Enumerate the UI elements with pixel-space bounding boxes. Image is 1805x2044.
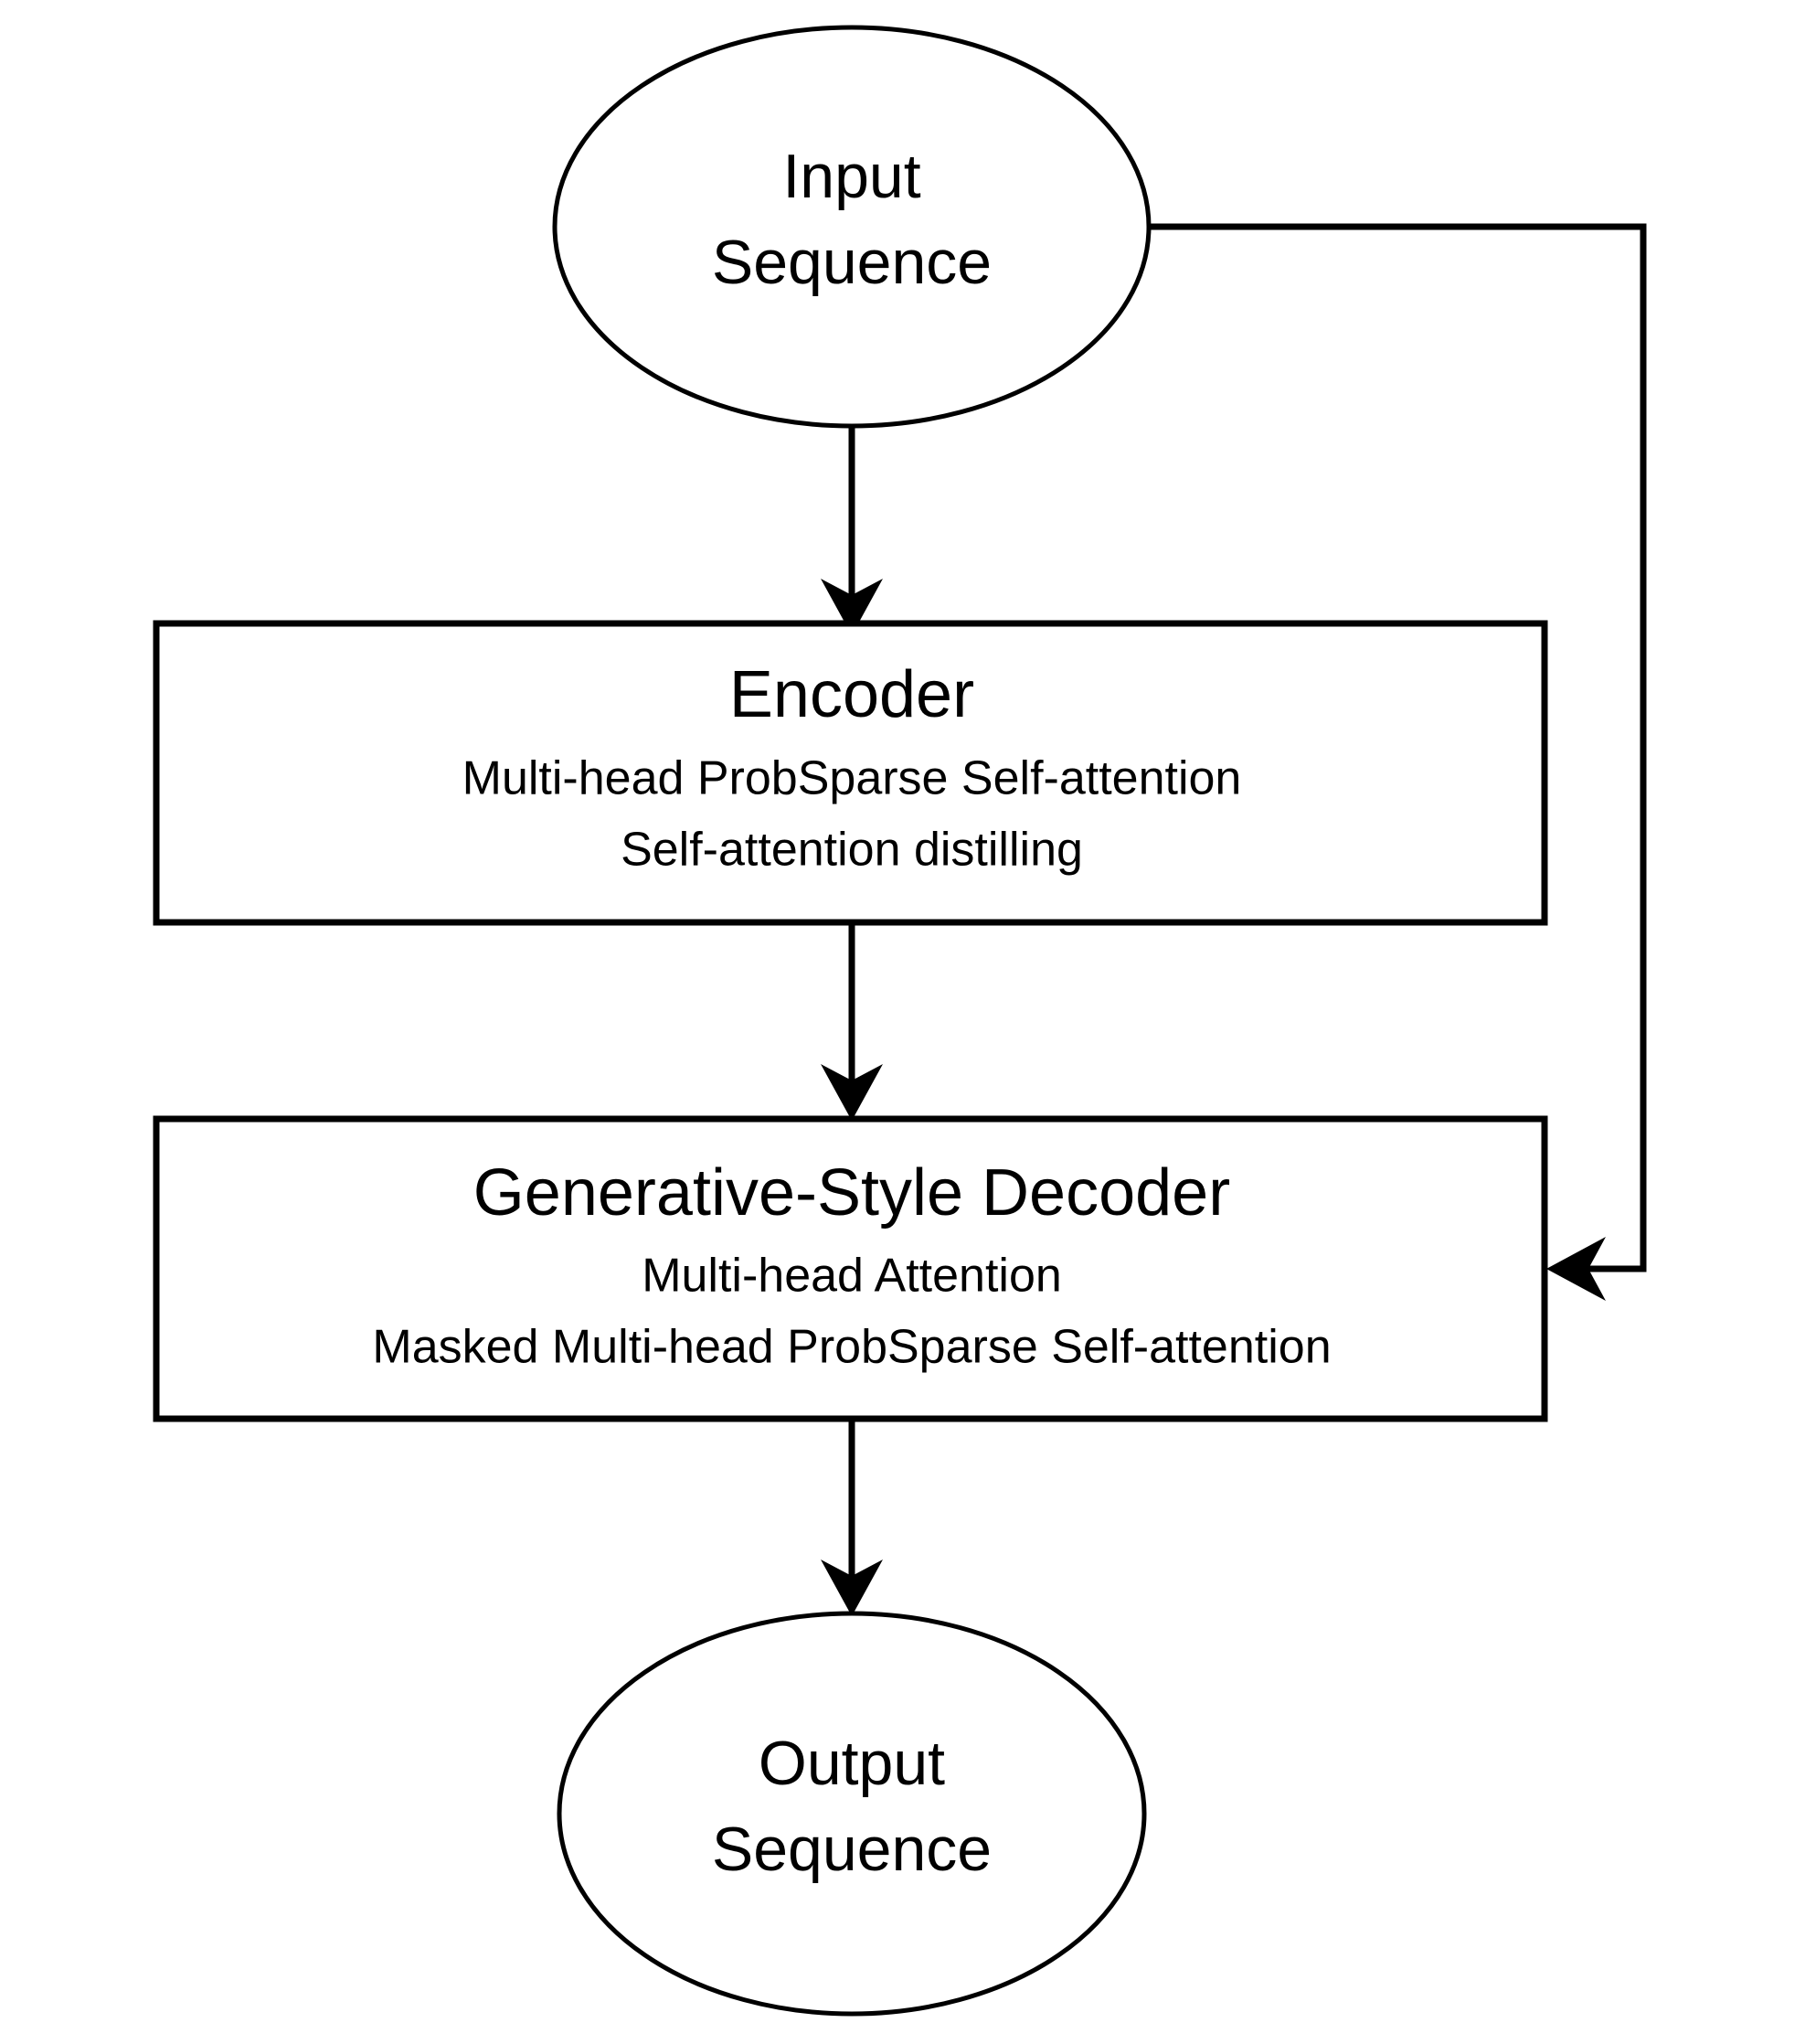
decoder-subtitle-2: Masked Multi-head ProbSparse Self-attent… bbox=[372, 1321, 1331, 1374]
output-sequence-ellipse[interactable] bbox=[557, 1611, 1147, 2017]
decoder-title: Generative-Style Decoder bbox=[473, 1156, 1230, 1230]
decoder-box[interactable] bbox=[153, 1115, 1548, 1422]
node-output-sequence[interactable]: Output Sequence bbox=[557, 1611, 1147, 2017]
arrowhead-down-icon bbox=[821, 1560, 883, 1616]
arrowhead-down-icon bbox=[821, 579, 883, 635]
output-sequence-label-line1: Output bbox=[759, 1729, 945, 1798]
input-sequence-label-line1: Input bbox=[782, 142, 920, 211]
node-encoder[interactable]: Encoder Multi-head ProbSparse Self-atten… bbox=[153, 620, 1548, 926]
edge-encoder-to-decoder bbox=[821, 922, 883, 1121]
edge-input-to-decoder-skip bbox=[1149, 223, 1647, 1301]
input-sequence-ellipse[interactable] bbox=[552, 25, 1152, 429]
input-sequence-label-line2: Sequence bbox=[712, 228, 992, 297]
arrowhead-down-icon bbox=[821, 1064, 883, 1121]
node-decoder[interactable]: Generative-Style Decoder Multi-head Atte… bbox=[153, 1115, 1548, 1422]
encoder-subtitle-2: Self-attention distilling bbox=[621, 824, 1083, 877]
decoder-subtitle-1: Multi-head Attention bbox=[642, 1250, 1062, 1303]
node-input-sequence[interactable]: Input Sequence bbox=[552, 25, 1152, 429]
encoder-box[interactable] bbox=[153, 620, 1548, 926]
output-sequence-label-line2: Sequence bbox=[712, 1815, 992, 1884]
arrowhead-left-icon bbox=[1546, 1237, 1606, 1301]
edge-decoder-to-output bbox=[821, 1419, 883, 1616]
edge-input-to-encoder bbox=[821, 423, 883, 635]
encoder-title: Encoder bbox=[729, 658, 974, 731]
encoder-subtitle-1: Multi-head ProbSparse Self-attention bbox=[462, 752, 1242, 805]
